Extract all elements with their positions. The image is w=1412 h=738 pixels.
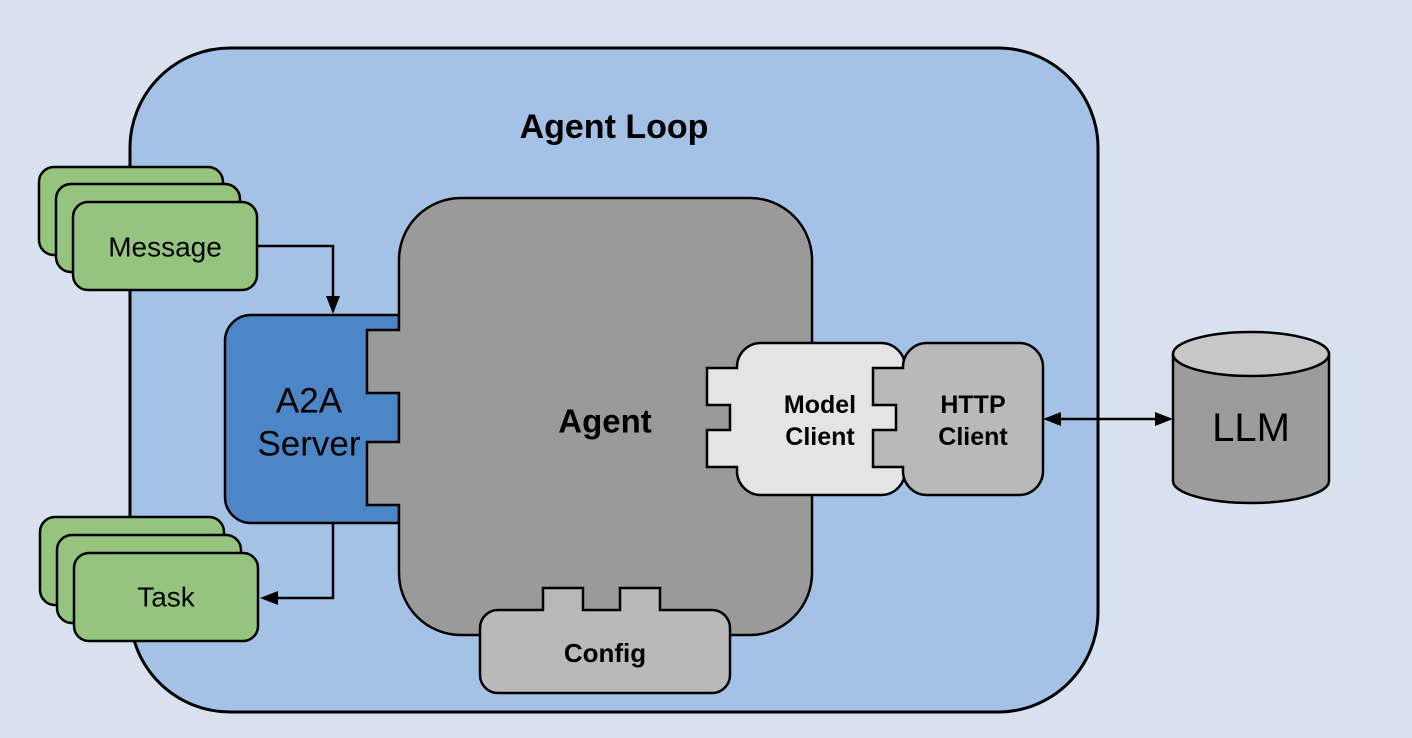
model-client-node: Model Client (705, 341, 907, 497)
model-client-shape (705, 341, 907, 497)
http-client-shape (871, 341, 1045, 497)
arrow-a2a-to-task (260, 523, 335, 605)
agent-shape (365, 196, 814, 637)
arrow-message-to-a2a-line (257, 244, 335, 298)
config-label: Config (564, 638, 646, 668)
arrowhead-left-icon (1043, 412, 1061, 426)
arrowhead-down-icon (326, 296, 340, 314)
config-node: Config (478, 586, 732, 695)
arrowhead-left-icon (260, 591, 278, 605)
agent-node: Agent (365, 196, 814, 637)
model-client-label-line1: Model (784, 391, 856, 419)
message-card-front (71, 200, 259, 292)
http-client-label-line2: Client (938, 423, 1008, 451)
arrow-http-to-llm (1043, 412, 1173, 426)
agent-loop-title: Agent Loop (520, 108, 709, 146)
llm-cylinder-body (1171, 352, 1331, 505)
arrowhead-right-icon (1155, 412, 1173, 426)
task-label: Task (137, 582, 196, 613)
task-card-front (72, 551, 260, 643)
task-stack: Task (38, 515, 260, 643)
a2a-server-label-line2: Server (257, 425, 360, 464)
a2a-server-node: A2A Server (223, 313, 401, 525)
model-client-label-line2: Client (785, 423, 855, 451)
arrow-message-to-a2a (257, 244, 340, 314)
http-client-node: HTTP Client (871, 341, 1045, 497)
http-client-label-line1: HTTP (940, 391, 1005, 419)
llm-label: LLM (1212, 406, 1290, 450)
a2a-server-shape (223, 313, 401, 525)
arrow-a2a-to-task-line (276, 523, 335, 600)
llm-cylinder-top (1171, 330, 1331, 378)
message-label: Message (108, 232, 222, 263)
llm-node: LLM (1171, 330, 1331, 505)
message-stack: Message (37, 165, 259, 292)
agent-label: Agent (558, 403, 652, 440)
a2a-server-label-line1: A2A (276, 382, 343, 421)
config-shape (478, 586, 732, 695)
